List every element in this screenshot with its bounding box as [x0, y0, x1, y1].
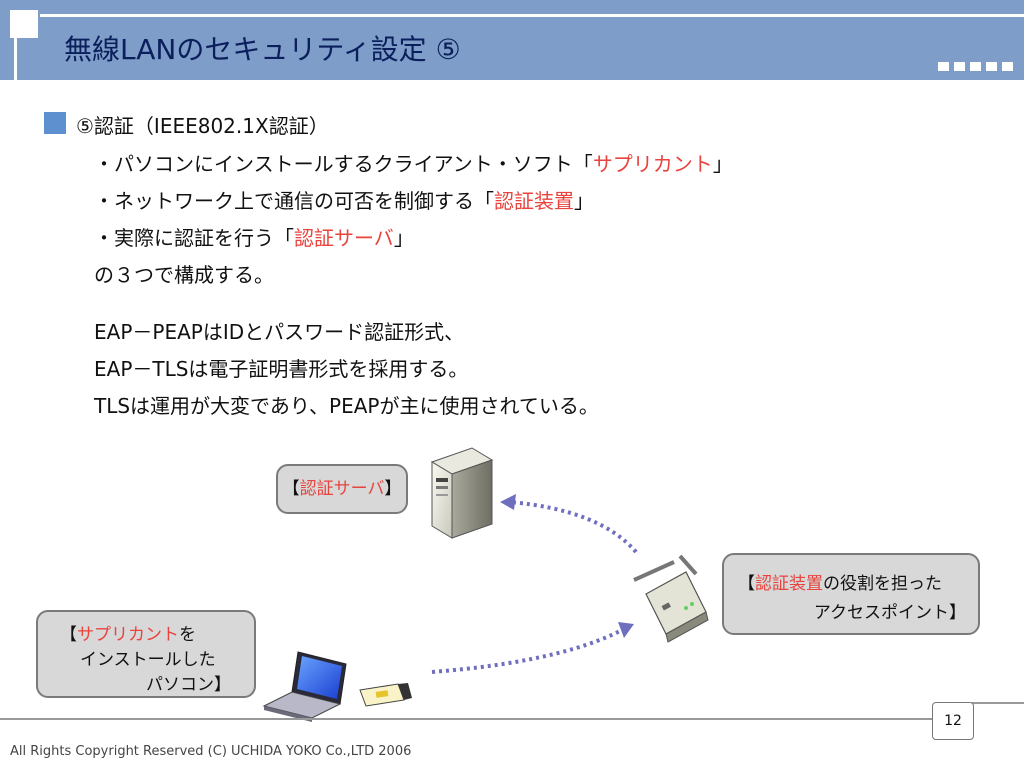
network-card-icon	[359, 683, 412, 707]
paragraph-line-2: EAP－TLSは電子証明書形式を採用する。	[94, 357, 469, 381]
section-bullet-square	[44, 112, 66, 134]
corner-square	[10, 10, 38, 38]
paragraph-line-1: EAP－PEAPはIDとパスワード認証形式、	[94, 320, 465, 344]
section-heading: ⑤認証（IEEE802.1X認証）	[76, 114, 329, 138]
header-top-line	[40, 14, 1024, 17]
summary-line: の３つで構成する。	[94, 263, 274, 287]
bullet-item-auth-server: ・実際に認証を行う「認証サーバ」	[94, 226, 414, 250]
callout-supplicant-pc: 【サプリカントを インストールした パソコン】	[36, 610, 256, 698]
callout-access-point: 【認証装置の役割を担った アクセスポイント】	[722, 553, 980, 635]
bullet-item-authenticator: ・ネットワーク上で通信の可否を制御する「認証装置」	[94, 189, 594, 213]
access-point-icon	[633, 554, 709, 643]
callout-auth-server: 【認証サーバ】	[276, 464, 408, 514]
page-number: 12	[932, 702, 974, 740]
footer-rule-right	[972, 702, 1024, 704]
footer-rule	[0, 718, 932, 720]
header-band	[0, 0, 1024, 80]
arrow-pc-to-ap	[431, 628, 623, 674]
corner-line	[14, 10, 17, 80]
bullet-item-supplicant: ・パソコンにインストールするクライアント・ソフト「サプリカント」	[94, 152, 733, 176]
paragraph-line-3: TLSは運用が大変であり、PEAPが主に使用されている。	[94, 394, 599, 418]
header-squares-decoration	[938, 62, 1013, 71]
arrow-ap-to-server	[509, 500, 638, 554]
server-icon	[430, 447, 494, 539]
copyright-footer: All Rights Copyright Reserved (C) UCHIDA…	[10, 744, 412, 759]
header-bottom-line	[0, 80, 1024, 84]
laptop-icon	[262, 651, 347, 722]
page-title: 無線LANのセキュリティ設定 ⑤	[64, 33, 461, 66]
